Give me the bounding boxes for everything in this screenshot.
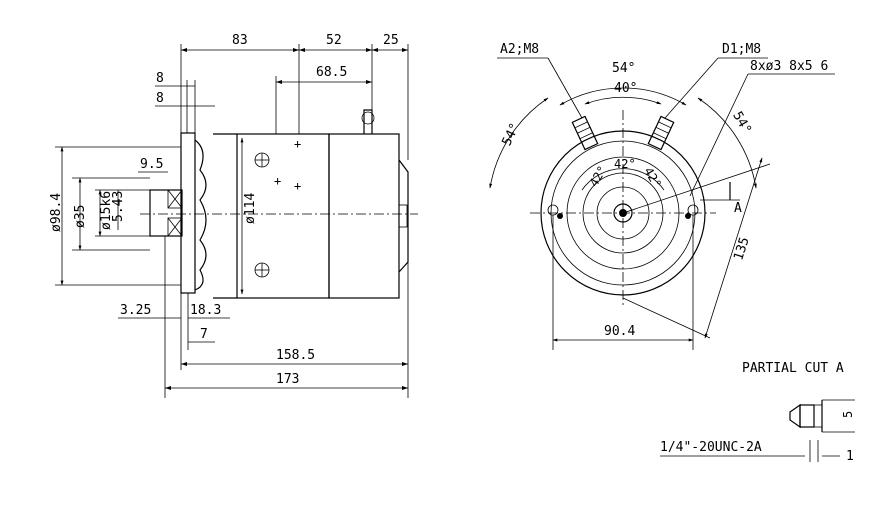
dim-9-5: 9.5 xyxy=(140,157,163,172)
dim-158-5: 158.5 xyxy=(276,348,315,363)
angle-42-c: 42° xyxy=(641,165,664,191)
thread-label: 1/4"-20UNC-2A xyxy=(660,440,762,455)
label-d1-m8: D1;M8 xyxy=(722,42,761,57)
dim-7: 7 xyxy=(200,327,208,342)
partial-cut-title: PARTIAL CUT A xyxy=(742,361,844,376)
rear-nut xyxy=(398,204,408,228)
dim-68-5: 68.5 xyxy=(316,65,347,80)
flange-plate xyxy=(180,132,196,294)
dim-8b: 8 xyxy=(156,91,164,106)
angle-54-top: 54° xyxy=(612,61,635,76)
label-bolts: 8xø3 8x5 6 xyxy=(750,59,828,74)
dim-83: 83 xyxy=(232,33,248,48)
angle-54-left: 54° xyxy=(500,121,524,149)
motor-housing xyxy=(328,133,400,299)
terminal-a2 xyxy=(571,115,599,151)
terminal-d1 xyxy=(647,115,675,151)
front-view: A2;M8 D1;M8 8xø3 8x5 6 54° 40° 54° 54° 4… xyxy=(489,42,835,350)
cut-dim-1: 1 xyxy=(846,449,854,464)
dim-52: 52 xyxy=(326,33,342,48)
dim-90-4: 90.4 xyxy=(604,324,635,339)
dim-8a: 8 xyxy=(156,71,164,86)
dim-18-3: 18.3 xyxy=(190,303,221,318)
shaft xyxy=(149,189,183,237)
label-a2-m8: A2;M8 xyxy=(500,42,539,57)
dim-35: ø35 xyxy=(73,205,88,228)
dim-15k6: ø15k6 xyxy=(99,191,114,230)
end-cap xyxy=(194,139,207,291)
side-view: + + + ø114 83 52 25 68.5 8 8 ø98.4 xyxy=(49,33,418,398)
svg-text:+: + xyxy=(294,179,301,193)
dim-135: 135 xyxy=(731,235,753,262)
section-mark-a: A xyxy=(734,201,742,216)
svg-text:+: + xyxy=(294,137,301,151)
dim-5-43: 5.43 xyxy=(111,191,126,222)
dim-25: 25 xyxy=(383,33,399,48)
dim-98-4: ø98.4 xyxy=(49,193,64,232)
svg-text:+: + xyxy=(274,174,281,188)
dim-3-25: 3.25 xyxy=(120,303,151,318)
cut-dim-5: 5 xyxy=(841,411,855,418)
dim-173: 173 xyxy=(276,372,299,387)
angle-42-b: 42° xyxy=(614,157,636,171)
dim-body-dia: ø114 xyxy=(243,193,258,224)
rear-taper xyxy=(398,159,409,273)
terminal-stud xyxy=(363,109,373,134)
angle-40: 40° xyxy=(614,81,637,96)
partial-cut-a: PARTIAL CUT A 5 1/4"-20UNC-2A 1 xyxy=(660,361,855,464)
